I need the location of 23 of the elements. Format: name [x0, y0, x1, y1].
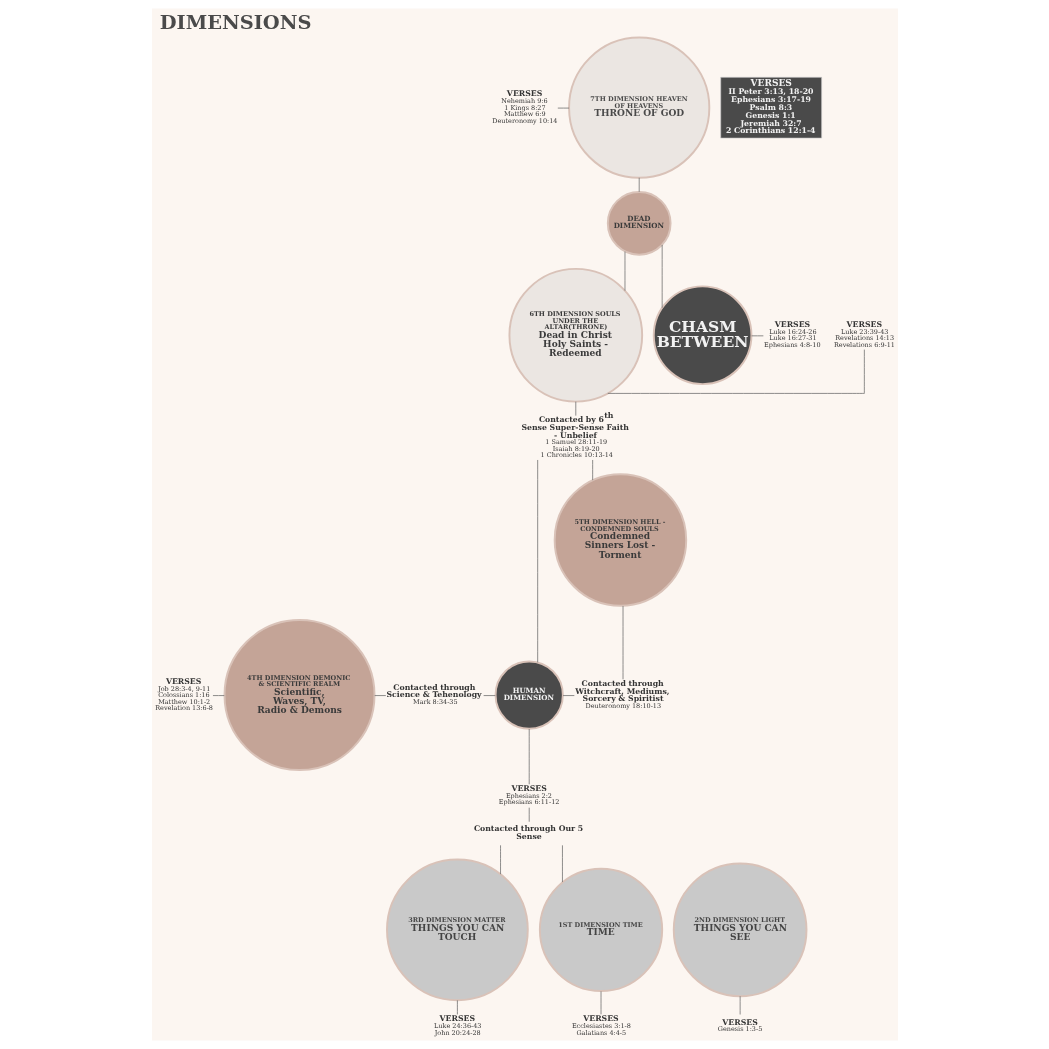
connector [528, 807, 530, 823]
connector [739, 995, 740, 1015]
connector [591, 459, 593, 481]
connector [622, 605, 623, 680]
diagram-title: DIMENSIONS [159, 10, 311, 34]
connector [456, 1000, 458, 1015]
connector [661, 244, 663, 309]
connector [561, 844, 563, 883]
connector [499, 844, 501, 875]
connector [600, 991, 601, 1015]
connector [574, 401, 576, 416]
connector [562, 695, 575, 696]
connector [373, 695, 386, 696]
connector [528, 728, 530, 785]
connector [482, 695, 496, 696]
connector [606, 349, 865, 394]
connector [556, 107, 569, 109]
connector [536, 459, 538, 663]
node-circle: CHASM BETWEEN [652, 285, 752, 386]
connector [750, 335, 764, 337]
connector [624, 251, 625, 292]
connector [638, 177, 640, 193]
connector [212, 695, 225, 696]
